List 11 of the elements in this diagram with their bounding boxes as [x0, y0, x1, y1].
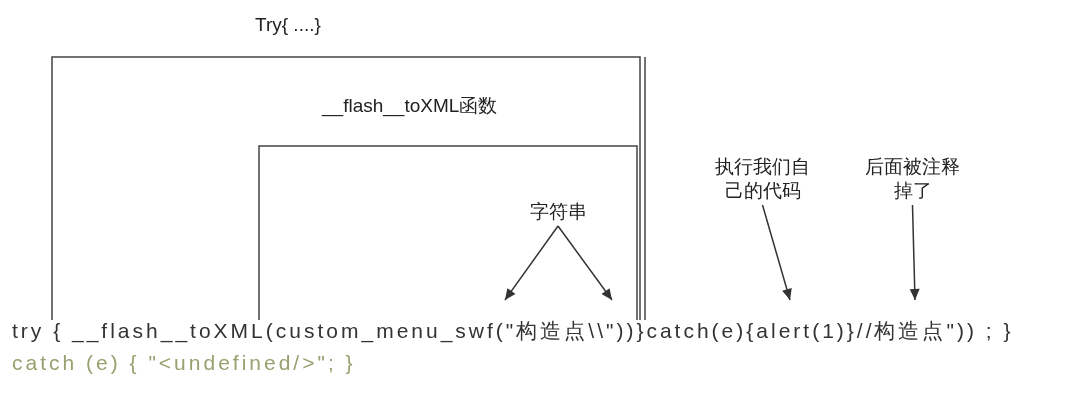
bracket-label: __flash__toXML函数 [322, 94, 498, 119]
code-line: catch (e) { "<undefined/>"; } [12, 351, 356, 375]
annotation-text: 字符串 [518, 200, 598, 224]
annotation-text: 执行我们自己的代码 [710, 155, 815, 203]
arrow [761, 204, 792, 301]
arrow [557, 225, 613, 301]
arrow [909, 204, 920, 301]
annotation-text: 后面被注释掉了 [860, 155, 965, 203]
code-line: try { __flash__toXML(custom_menu_swf("构造点\\"))}catch(e){alert(1)}//构造点")) ; } [12, 318, 1014, 345]
arrow [504, 225, 559, 301]
bracket-label: Try{ ....} [255, 14, 321, 36]
